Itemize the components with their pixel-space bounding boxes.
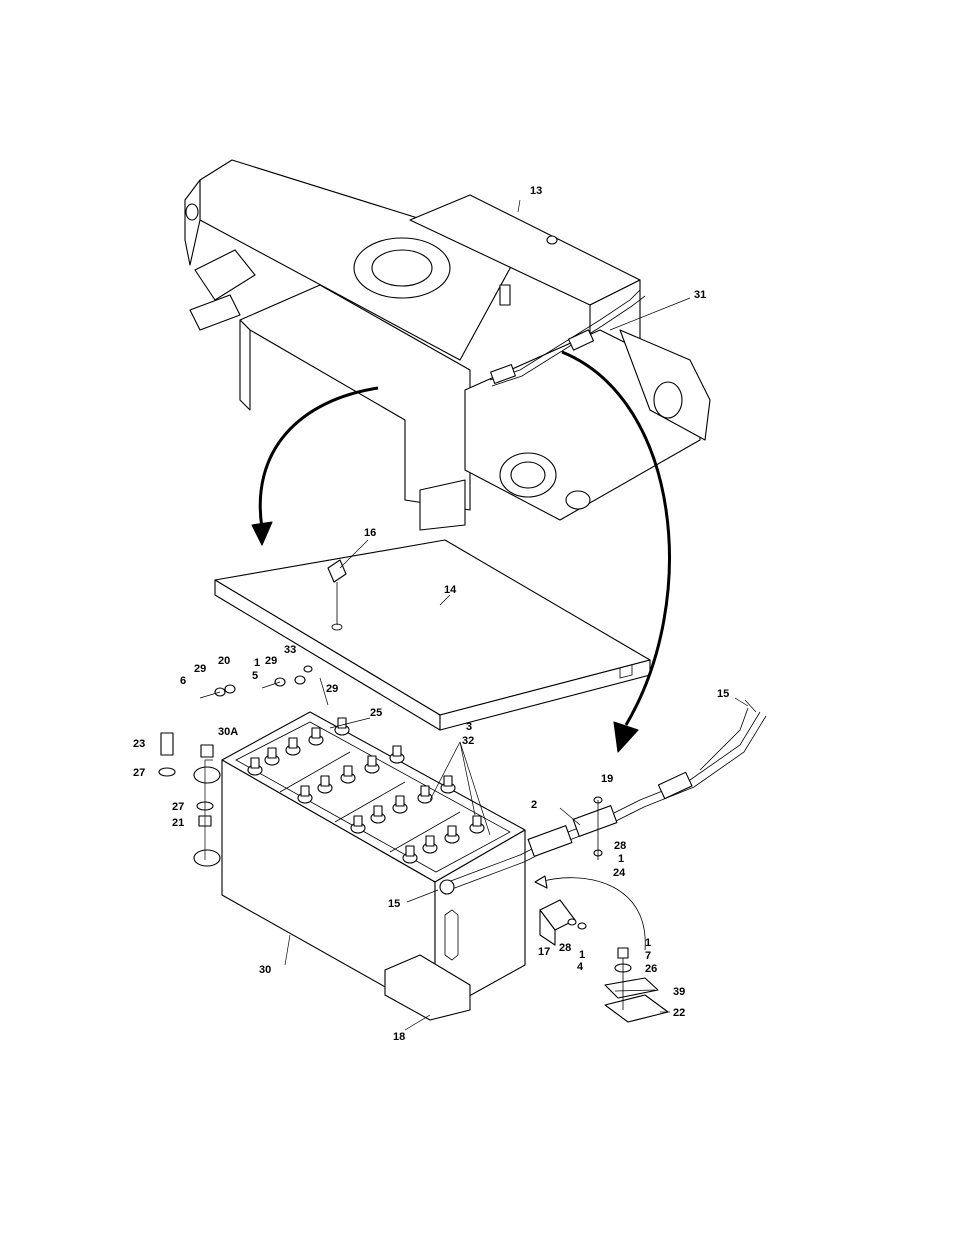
callout-21: 21 <box>172 817 184 829</box>
battery-terminal-post <box>353 815 363 827</box>
chassis-frame <box>184 159 711 531</box>
battery-terminal-post <box>250 757 260 769</box>
battery-terminal-post <box>311 727 321 739</box>
callout-20: 20 <box>218 655 230 667</box>
callout-2: 2 <box>531 799 537 811</box>
callout-28: 28 <box>559 942 571 954</box>
callout-31: 31 <box>694 289 706 301</box>
callout-7: 7 <box>645 950 651 962</box>
callout-29: 29 <box>194 663 206 675</box>
battery-terminal-post <box>392 745 402 757</box>
callout-6: 6 <box>180 675 186 687</box>
battery-terminal-post <box>472 815 482 827</box>
callout-27: 27 <box>133 767 145 779</box>
callout-1: 1 <box>618 853 624 865</box>
callout-27: 27 <box>172 801 184 813</box>
callout-1: 1 <box>645 937 651 949</box>
battery-terminal-post <box>288 737 298 749</box>
callout-25: 25 <box>370 707 382 719</box>
callout-19: 19 <box>601 773 613 785</box>
battery-terminal-post <box>300 785 310 797</box>
callout-22: 22 <box>673 1007 685 1019</box>
callout-24: 24 <box>613 867 626 879</box>
battery-terminal-post <box>443 775 453 787</box>
callout-33: 33 <box>284 644 296 656</box>
callout-15: 15 <box>388 898 400 910</box>
callout-3: 3 <box>466 721 472 733</box>
callout-29: 29 <box>265 655 277 667</box>
callout-17: 17 <box>538 946 550 958</box>
battery-cover <box>214 539 651 731</box>
battery-terminal-post <box>343 765 353 777</box>
battery-box <box>193 711 526 1021</box>
callout-23: 23 <box>133 738 145 750</box>
battery-terminals <box>247 717 485 864</box>
callout-1: 1 <box>254 657 260 669</box>
bracket-17 <box>539 899 576 946</box>
hardware-stack-right <box>604 947 669 1023</box>
battery-terminal-post <box>447 825 457 837</box>
callout-30a: 30A <box>218 726 238 738</box>
callout-29: 29 <box>326 683 338 695</box>
battery-terminal-post <box>267 747 277 759</box>
flow-arrows <box>251 350 671 951</box>
callout-28: 28 <box>614 840 626 852</box>
callout-16: 16 <box>364 527 376 539</box>
callout-5: 5 <box>252 670 258 682</box>
callout-32: 32 <box>462 735 474 747</box>
callout-1: 1 <box>579 949 585 961</box>
small-hardware <box>199 665 603 930</box>
battery-terminal-post <box>405 845 415 857</box>
callout-14: 14 <box>444 584 457 596</box>
battery-terminal-post <box>395 795 405 807</box>
callout-4: 4 <box>577 961 584 973</box>
callout-26: 26 <box>645 963 657 975</box>
callout-30: 30 <box>259 964 271 976</box>
callout-labels: 13 31 16 14 15 6 29 20 1 5 29 33 29 25 3… <box>133 185 729 1043</box>
leader-lines <box>284 199 757 1031</box>
hardware-stack-left <box>158 732 214 860</box>
harness-assembly <box>439 707 767 895</box>
battery-terminal-post <box>367 755 377 767</box>
battery-terminal-post <box>373 805 383 817</box>
battery-terminal-post <box>420 785 430 797</box>
battery-terminal-post <box>425 835 435 847</box>
battery-terminal-post <box>320 775 330 787</box>
callout-18: 18 <box>393 1031 405 1043</box>
callout-13: 13 <box>530 185 542 197</box>
callout-39: 39 <box>673 986 685 998</box>
callout-15: 15 <box>717 688 729 700</box>
battery-terminal-post <box>337 717 347 729</box>
